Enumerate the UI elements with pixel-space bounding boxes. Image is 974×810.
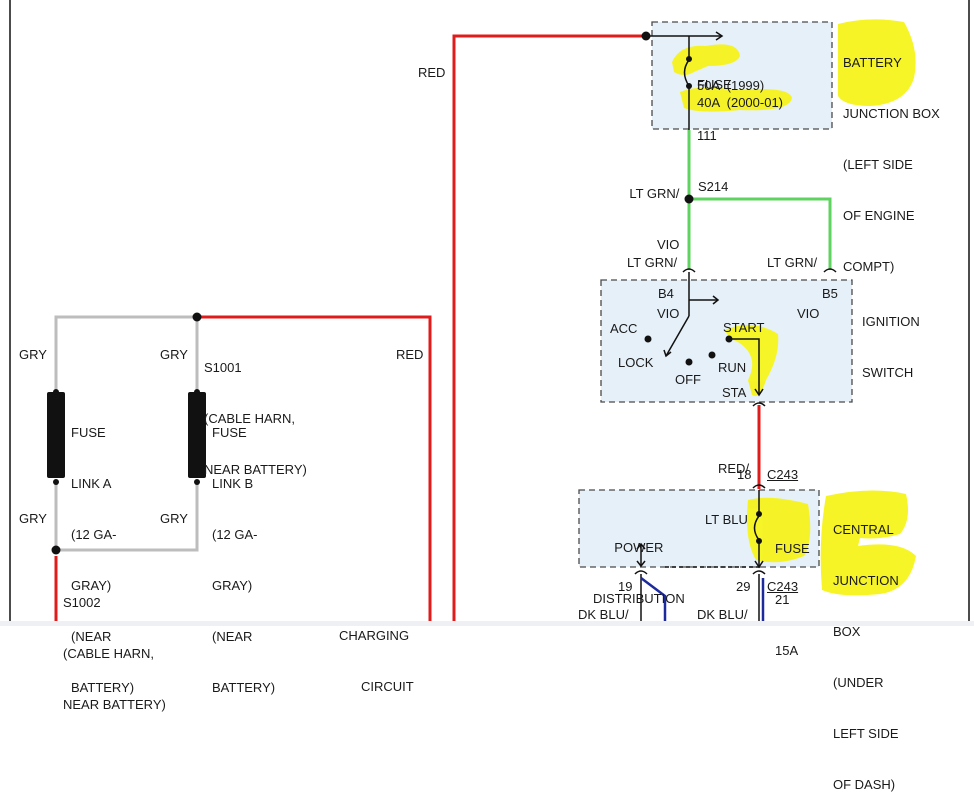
bottom-strip: [0, 621, 974, 626]
wire-label-gry-2: GRY: [160, 347, 188, 362]
fuse-link-b: [188, 392, 206, 478]
fuse-rating-1999: 50A (1999): [697, 78, 765, 93]
charging-circuit-label: CHARGING CIRCUIT: [339, 628, 414, 694]
ignition-switch-label: IGNITION SWITCH: [862, 314, 920, 380]
splice-battery-feed: [641, 31, 651, 41]
internal-wiring: [634, 31, 837, 626]
splice-label-s1002: S1002 (CABLE HARN, NEAR BATTERY): [63, 595, 166, 712]
wire-label-ltgrn-vio-1: LT GRN/ VIO: [629, 186, 680, 252]
pin-label-b5: B5: [822, 286, 838, 301]
pin-label-18: 18: [737, 467, 752, 482]
wire-label-ltgrn-vio-3: LT GRN/ VIO: [767, 255, 820, 321]
wire-label-dkblu-2: DK BLU/: [697, 607, 748, 622]
fuse-111-label: FUSE 111: [697, 77, 732, 143]
fuse-link-terminals: [53, 389, 200, 485]
splice-s1001: [192, 312, 202, 322]
pin-label-19: 19: [618, 579, 633, 594]
switch-pos-run: RUN: [718, 360, 747, 375]
wire-label-gry-3: GRY: [19, 511, 47, 526]
wire-label-red-ltblu: RED/ LT BLU: [705, 461, 750, 527]
wire-label-gry-1: GRY: [19, 347, 47, 362]
splice-s214: [684, 194, 694, 204]
power-distribution-label: POWER DISTRIBUTION: [593, 540, 685, 606]
pin-label-29: 29: [736, 579, 751, 594]
wire-label-ltgrn-vio-2: LT GRN/ VIO: [627, 255, 680, 321]
splice-label-s1001: S1001 (CABLE HARN, NEAR BATTERY): [204, 360, 307, 477]
green-wires: [687, 130, 832, 270]
fuse-rating-2000: 40A (2000-01): [697, 95, 784, 110]
wire-label-red-top: RED: [418, 65, 446, 80]
battery-junction-box: [651, 21, 833, 130]
wiring-diagram: [9, 0, 970, 626]
wire-label-dkblu-1: DK BLU/: [578, 607, 629, 622]
switch-pos-sta: STA: [722, 385, 747, 400]
splice-s1002: [51, 545, 61, 555]
switch-pos-off: OFF: [675, 372, 701, 387]
switch-pos-lock: LOCK: [618, 355, 654, 370]
fuse-link-a: [47, 392, 65, 478]
pin-label-b4: B4: [658, 286, 674, 301]
wire-label-gry-4: GRY: [160, 511, 188, 526]
fuse-link-b-label: FUSE LINK B (12 GA- GRAY) (NEAR BATTERY): [212, 425, 276, 695]
connector-label-c243-top: C243: [767, 467, 799, 482]
connector-label-c243-bottom: C243: [767, 579, 799, 594]
wire-label-red-middle: RED: [396, 347, 424, 362]
splice-dots: [51, 31, 762, 555]
switch-pos-acc: ACC: [610, 321, 638, 336]
splice-label-s214: S214: [698, 179, 729, 194]
battery-junction-box-label: BATTERY JUNCTION BOX (LEFT SIDE OF ENGIN…: [843, 55, 940, 274]
switch-pos-start: START: [723, 320, 765, 335]
gray-wires: [54, 315, 199, 552]
red-wires: [54, 34, 761, 626]
central-junction-box-label: CENTRAL JUNCTION BOX (UNDER LEFT SIDE OF…: [833, 522, 899, 792]
